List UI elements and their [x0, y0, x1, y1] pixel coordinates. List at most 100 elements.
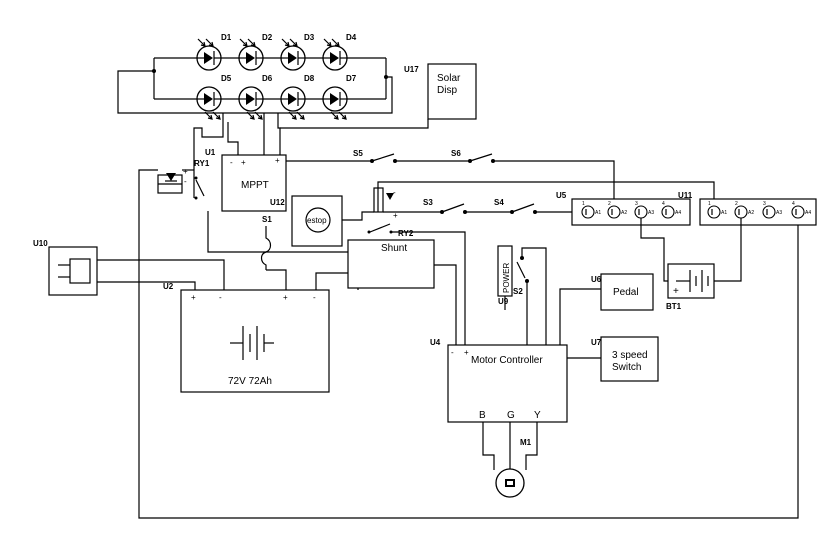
u11-pin-4: 4 [792, 201, 795, 207]
relay-ry2-plus: + [393, 211, 398, 220]
led-d6-label: D6 [262, 74, 273, 83]
led-d5-label: D5 [221, 74, 232, 83]
main-battery-label: 72V 72Ah [228, 376, 272, 387]
estop-ref: U12 [270, 198, 285, 207]
led-d4-label: D4 [346, 33, 357, 42]
charger-plug: U10 [33, 239, 98, 296]
battery-bt1-ref: BT1 [666, 302, 682, 311]
mppt-minus: - [230, 158, 233, 167]
motor-controller-minus: - [451, 348, 454, 357]
motor-controller-plus: + [464, 348, 469, 357]
switch-s5: S5 [353, 149, 397, 163]
motor-controller: U4 - + Motor Controller B G Y [430, 338, 568, 423]
power-switch[interactable]: POWER U9 S2 [497, 245, 529, 306]
motor-m1: M1 [495, 438, 532, 498]
led-d3-label: D3 [304, 33, 315, 42]
fuse-s1-ref: S1 [262, 215, 272, 224]
mppt-plus-2: + [275, 156, 280, 165]
u5-pin-a4: A4 [675, 210, 681, 216]
main-battery-plus-2: + [283, 293, 288, 302]
switch-s6-ref: S6 [451, 149, 461, 158]
switch-s6: S6 [451, 149, 495, 163]
pedal: U6 Pedal [591, 273, 654, 311]
u11-pin-2: 2 [735, 201, 738, 207]
fuse-s1: S1 [260, 215, 272, 270]
shunt: Shunt [347, 239, 435, 289]
led-d4: D4 [322, 33, 357, 71]
led-d2-label: D2 [262, 33, 273, 42]
main-battery-ref: U2 [163, 282, 174, 291]
led-d7: D7 [322, 74, 357, 120]
led-d7-label: D7 [346, 74, 357, 83]
relay-ry2: - + RY2 [367, 187, 414, 238]
u5-pin-1: 1 [582, 201, 585, 207]
u5-pin-a2: A2 [621, 210, 627, 216]
main-battery: U2 + - + - 72V 72Ah [163, 282, 330, 393]
led-d1-label: D1 [221, 33, 232, 42]
charger-plug-ref: U10 [33, 239, 48, 248]
solar-display-label-2: Disp [437, 85, 457, 96]
speed-switch-ref: U7 [591, 338, 602, 347]
power-label: POWER [502, 263, 511, 293]
u5-pin-a1: A1 [595, 210, 601, 216]
estop-switch[interactable]: estop U12 [270, 195, 343, 247]
u5-pin-4: 4 [662, 201, 665, 207]
mppt-plus: + [241, 158, 246, 167]
led-d2: D2 [238, 33, 273, 71]
led-d3: D3 [280, 33, 315, 71]
power-ref: U9 [498, 297, 509, 306]
speed-switch-label-1: 3 speed [612, 350, 648, 361]
pedal-label: Pedal [613, 287, 639, 298]
led-d1: D1 [196, 33, 232, 71]
main-battery-plus-1: + [191, 293, 196, 302]
u11-pin-3: 3 [763, 201, 766, 207]
mppt-ref: U1 [205, 148, 216, 157]
switch-s4-ref: S4 [494, 198, 504, 207]
speed-switch: U7 3 speed Switch [591, 336, 659, 382]
main-battery-minus-2: - [313, 293, 316, 302]
motor-controller-g: G [507, 410, 515, 421]
u11-pin-a2: A2 [748, 210, 754, 216]
led-d8: D8 [280, 74, 315, 120]
switch-s4: S4 [494, 198, 537, 214]
u11-pin-a1: A1 [721, 210, 727, 216]
led-d8-label: D8 [304, 74, 315, 83]
relay-ry1: RY1 + - [157, 159, 210, 200]
led-array: D1 D2 D3 D4 D5 D6 [117, 33, 393, 120]
relay-ry1-plus: + [183, 167, 188, 176]
main-battery-minus-1: - [219, 293, 222, 302]
u11-pin-a3: A3 [776, 210, 782, 216]
connector-u5-ref: U5 [556, 191, 567, 200]
estop-button-icon[interactable] [305, 207, 331, 233]
mppt-label: MPPT [241, 180, 269, 191]
motor-controller-ref: U4 [430, 338, 441, 347]
led-d6: D6 [238, 74, 273, 120]
motor-controller-y: Y [534, 410, 541, 421]
connector-u11: U11 1 2 3 4 A1 A2 A3 A4 [678, 191, 817, 226]
u11-pin-a4: A4 [805, 210, 811, 216]
u5-pin-3: 3 [635, 201, 638, 207]
motor-m1-ref: M1 [520, 438, 532, 447]
connector-u11-ref: U11 [678, 191, 693, 200]
speed-switch-label-2: Switch [612, 362, 641, 373]
u5-pin-a3: A3 [648, 210, 654, 216]
switch-s3-ref: S3 [423, 198, 433, 207]
relay-ry1-ref: RY1 [194, 159, 210, 168]
pedal-ref: U6 [591, 275, 602, 284]
battery-bt1: + BT1 [666, 263, 715, 311]
motor-controller-label: Motor Controller [471, 355, 543, 366]
switch-s5-ref: S5 [353, 149, 363, 158]
estop-label: estop [307, 216, 327, 225]
mppt-controller: U1 MPPT - + + [205, 148, 287, 212]
solar-display: U17 Solar Disp [404, 63, 477, 120]
u5-pin-2: 2 [608, 201, 611, 207]
led-d5: D5 [196, 74, 232, 120]
u11-pin-1: 1 [708, 201, 711, 207]
shunt-label: Shunt [381, 243, 407, 254]
relay-ry2-ref: RY2 [398, 229, 414, 238]
motor-controller-b: B [479, 410, 486, 421]
relay-ry1-minus: - [184, 177, 187, 186]
solar-display-label-1: Solar [437, 73, 461, 84]
solar-display-ref: U17 [404, 65, 419, 74]
